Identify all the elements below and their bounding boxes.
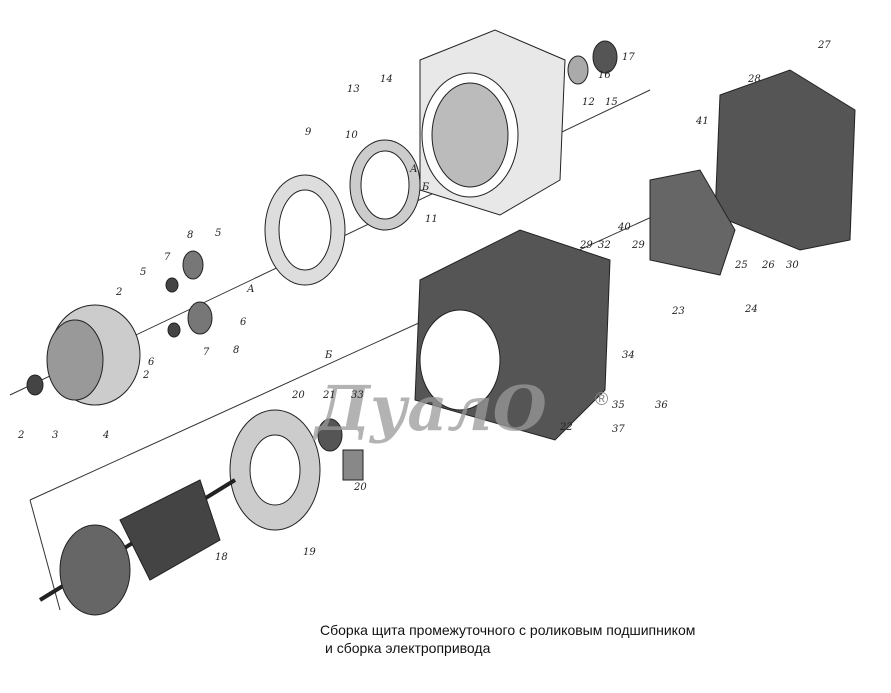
label: 2	[17, 430, 24, 441]
label: 27	[817, 40, 831, 51]
label: 3	[52, 430, 58, 441]
label: 16	[598, 70, 611, 81]
label: 37	[612, 424, 625, 435]
label: 7	[203, 347, 210, 358]
label: 4	[102, 430, 109, 441]
label: 21	[322, 390, 336, 401]
gear-set	[26, 250, 213, 396]
label: 25	[734, 260, 748, 271]
label: 26	[761, 260, 775, 271]
label: 7	[164, 252, 171, 263]
caption-line-2: и сборка электропривода	[325, 640, 491, 656]
label: 28	[747, 74, 761, 85]
label: 32	[598, 240, 611, 251]
label: 34	[622, 350, 635, 361]
label: 8	[233, 345, 239, 356]
label: 5	[215, 228, 221, 239]
label: Б	[324, 350, 333, 361]
label: 41	[695, 116, 709, 127]
label: 30	[786, 260, 799, 271]
frame-part-22	[414, 229, 611, 441]
label: 36	[655, 400, 668, 411]
flange-ring-10	[349, 139, 421, 231]
label: 10	[345, 130, 358, 141]
label: 15	[605, 97, 618, 108]
bearings	[317, 40, 618, 481]
label: 29	[631, 240, 645, 251]
part-number-labels: 2 3 4 2 5 6 7 8 2 5 6 7 8 9 10 11 12 13 …	[17, 40, 831, 563]
label: 2	[115, 287, 122, 298]
label: 24	[744, 304, 758, 315]
label: 17	[622, 52, 635, 63]
label: 19	[303, 547, 316, 558]
label: 6	[148, 357, 155, 368]
label: 20	[353, 482, 367, 493]
label: 29	[579, 240, 593, 251]
label: 20	[291, 390, 305, 401]
label: 23	[671, 306, 685, 317]
rotor-armature-18	[38, 478, 237, 616]
label: 6	[240, 317, 247, 328]
label: 2	[142, 370, 149, 381]
registered-mark: ®	[595, 389, 608, 409]
label: 8	[187, 230, 193, 241]
end-cover-4	[46, 304, 141, 406]
watermark-logo: ДуалО	[312, 372, 547, 445]
label: 18	[215, 552, 228, 563]
label: 12	[582, 97, 595, 108]
label: 14	[380, 74, 393, 85]
housing-part-28	[649, 69, 856, 276]
stator-ring-9	[264, 174, 346, 286]
caption-line-1: Сборка щита промежуточного с роликовым п…	[320, 622, 696, 638]
label: 13	[347, 84, 360, 95]
label: А	[246, 284, 255, 295]
label: А	[409, 164, 418, 175]
label: 9	[305, 127, 312, 138]
housing-part-6	[419, 29, 566, 216]
label: 35	[612, 400, 625, 411]
label: 40	[617, 222, 631, 233]
bearing-shield-19	[229, 409, 321, 531]
label: 5	[140, 267, 146, 278]
label: 22	[559, 422, 573, 433]
label: 11	[425, 214, 438, 225]
label: Б	[421, 182, 430, 193]
label: 33	[351, 390, 364, 401]
